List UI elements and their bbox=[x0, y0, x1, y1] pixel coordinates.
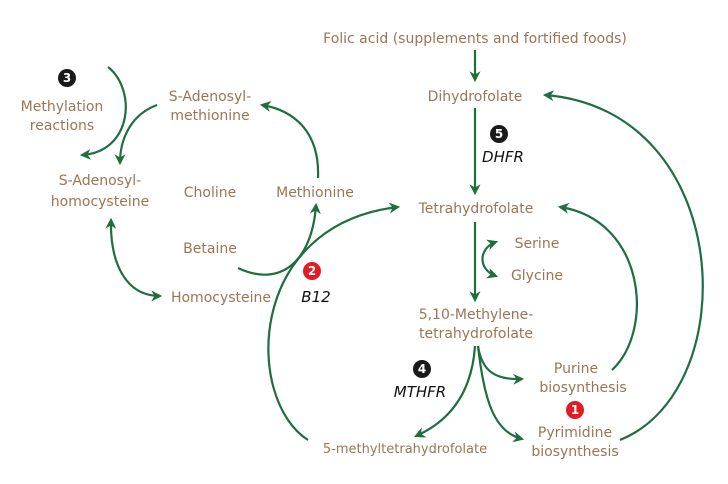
arrow-sah-homocysteine bbox=[105, 217, 163, 302]
badge-4: 4 bbox=[413, 360, 431, 378]
arrows bbox=[79, 50, 704, 443]
purine-label-2: biosynthesis bbox=[539, 380, 626, 396]
pyrimidine-label-1: Pyrimidine bbox=[538, 425, 612, 441]
svg-text:3: 3 bbox=[63, 71, 71, 85]
glycine-label: Glycine bbox=[511, 268, 563, 284]
badge-1: 1 bbox=[566, 401, 584, 419]
arrow-methylthf-to-thf bbox=[267, 202, 401, 441]
arrow-pyrimidine-to-dhf bbox=[542, 90, 704, 442]
methylation-label-1: Methylation bbox=[21, 99, 104, 115]
methylene-thf-label-1: 5,10-Methylene- bbox=[419, 307, 534, 323]
svg-text:5: 5 bbox=[495, 127, 503, 141]
methionine-label: Methionine bbox=[276, 185, 354, 201]
sam-label-1: S-Adenosyl- bbox=[169, 89, 251, 105]
pyrimidine-label-2: biosynthesis bbox=[531, 444, 618, 460]
sam-label-2: methionine bbox=[170, 108, 249, 124]
svg-text:2: 2 bbox=[308, 264, 316, 278]
methylene-thf-label-2: tetrahydrofolate bbox=[419, 326, 533, 342]
arrow-betaine-to-methionine bbox=[237, 202, 321, 276]
svg-text:4: 4 bbox=[418, 362, 426, 376]
badge-5: 5 bbox=[490, 125, 508, 143]
sah-label-1: S-Adenosyl- bbox=[59, 173, 141, 189]
choline-label: Choline bbox=[184, 185, 236, 201]
folic-acid-label: Folic acid (supplements and fortified fo… bbox=[323, 31, 627, 47]
homocysteine-label: Homocysteine bbox=[171, 290, 271, 306]
arrow-purine-to-thf bbox=[557, 202, 638, 371]
b12-label: B12 bbox=[301, 288, 330, 306]
serine-label: Serine bbox=[515, 236, 560, 252]
badge-2: 2 bbox=[303, 262, 321, 280]
arrow-methylation bbox=[79, 66, 127, 160]
arrow-methylene-to-pyrimidine bbox=[476, 345, 525, 443]
arrow-serine-glycine bbox=[481, 239, 499, 279]
methylthf-label: 5-methyltetrahydrofolate bbox=[323, 442, 487, 457]
arrow-methylene-to-purine bbox=[476, 345, 525, 385]
arrow-methionine-to-sam bbox=[259, 101, 320, 179]
svg-text:1: 1 bbox=[571, 403, 579, 417]
dihydrofolate-label: Dihydrofolate bbox=[428, 89, 523, 105]
mthfr-label: MTHFR bbox=[394, 383, 446, 401]
methylation-label-2: reactions bbox=[30, 118, 94, 134]
sah-label-2: homocysteine bbox=[51, 194, 149, 210]
betaine-label: Betaine bbox=[183, 241, 237, 257]
dhfr-label: DHFR bbox=[482, 148, 524, 166]
arrow-sam-to-sah bbox=[114, 103, 158, 166]
badge-3: 3 bbox=[58, 69, 76, 87]
arrow-methylene-to-methylthf bbox=[413, 345, 477, 438]
purine-label-1: Purine bbox=[554, 361, 598, 377]
tetrahydrofolate-label: Tetrahydrofolate bbox=[418, 201, 534, 217]
